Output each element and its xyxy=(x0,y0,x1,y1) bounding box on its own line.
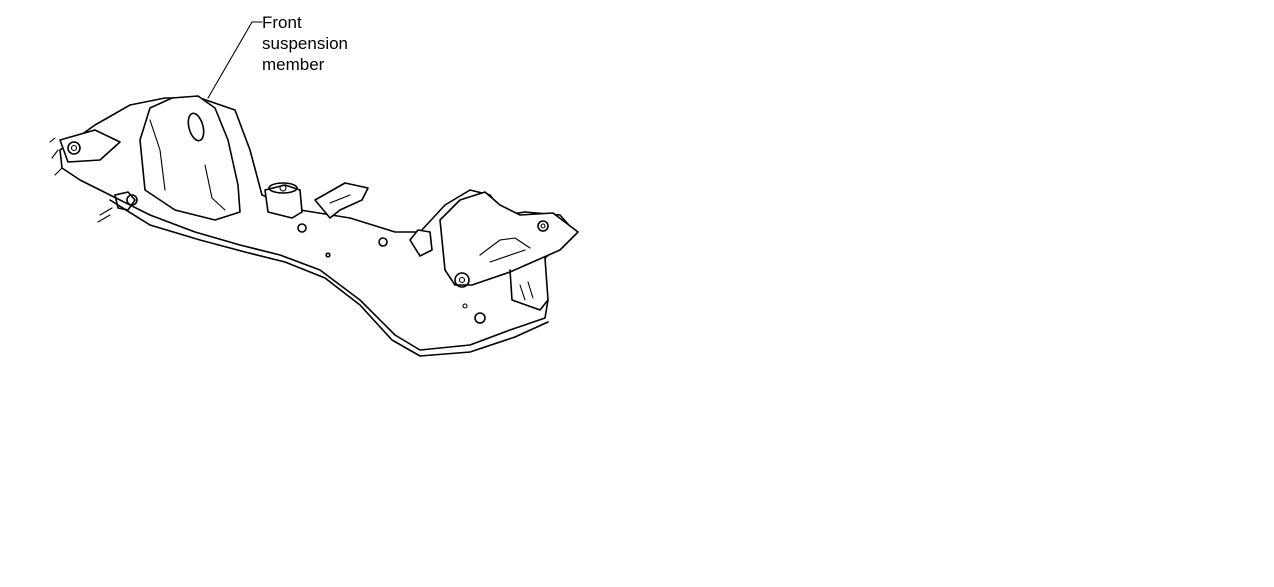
callout-leader-line xyxy=(207,21,263,99)
callout-label-front-suspension-member: Front suspension member xyxy=(262,13,349,74)
front-suspension-member-drawing xyxy=(49,95,579,357)
